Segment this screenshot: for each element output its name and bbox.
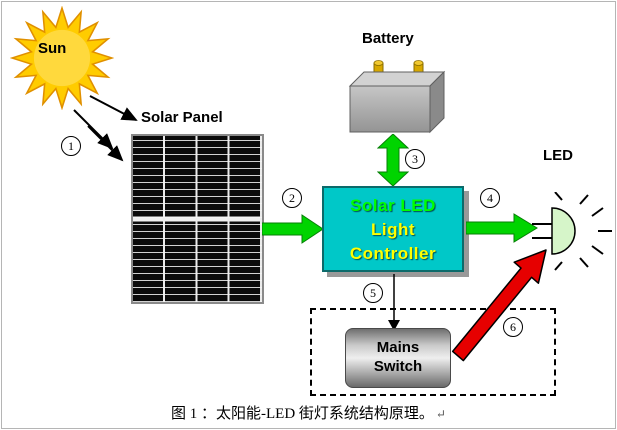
figure-caption: 图 1 ：太阳能-LED 街灯系统结构原理。↵ [0,402,617,423]
step-marker-4: 4 [480,188,500,208]
mains-switch-label-line2: Switch [373,358,423,375]
mains-switch-box: Mains Switch [345,328,451,388]
battery-label: Battery [362,30,414,47]
mains-switch-label-line1: Mains [376,339,420,356]
figure-caption-text: 图 1 ：太阳能-LED 街灯系统结构原理。 [171,406,434,422]
solar-panel-icon [131,134,264,304]
battery-icon [348,60,446,134]
arrow-battery-controller-icon [377,134,409,186]
arrow-mains-to-led-icon [451,249,547,362]
controller-label-line1: Solar LED [350,196,436,215]
controller-label-line2: Light [370,220,416,239]
sunlight-arrows-icon [73,95,138,162]
led-label: LED [543,147,573,164]
step-marker-5: 5 [363,283,383,303]
step-marker-6: 6 [503,317,523,337]
led-icon [532,192,612,271]
controller-label-line3: Controller [349,244,437,263]
step-marker-1: 1 [61,136,81,156]
paragraph-mark: ↵ [435,407,446,421]
step-marker-2: 2 [282,188,302,208]
arrow-controller-to-led-icon [466,213,538,243]
sun-label: Sun [38,40,67,57]
sun-icon [10,6,114,110]
arrow-controller-to-mains-icon [388,274,400,331]
step-marker-3: 3 [405,149,425,169]
mains-dashed-outline [310,308,556,396]
controller-box: Solar LED Light Controller [322,186,464,272]
solar-panel-label: Solar Panel [141,109,223,126]
arrow-panel-to-controller-icon [262,214,324,244]
